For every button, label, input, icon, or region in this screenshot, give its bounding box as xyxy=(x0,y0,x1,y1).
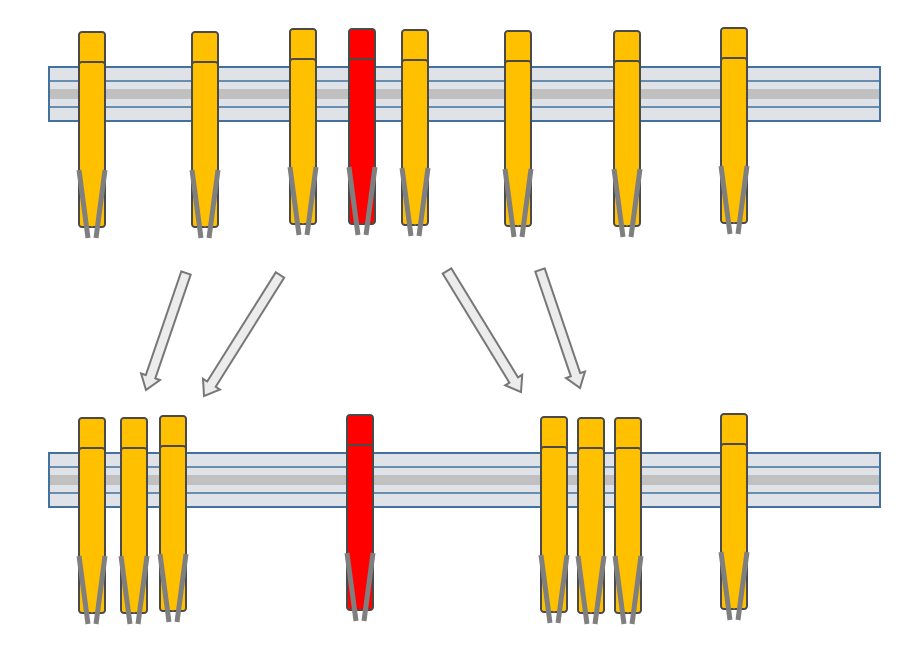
arrows-group xyxy=(139,267,587,398)
top-pencil-2-yellow xyxy=(189,31,221,239)
arrow-down-left-1-icon xyxy=(139,270,192,392)
bottom-pencil-4-red xyxy=(344,414,376,622)
pencil-row-top xyxy=(76,27,750,239)
top-pencil-7-yellow xyxy=(611,30,643,238)
top-pencil-6-yellow xyxy=(502,30,534,238)
rail-bottom-stripe xyxy=(50,475,879,485)
bottom-pencil-7-yellow xyxy=(612,417,644,625)
top-pencil-4-red xyxy=(346,28,378,236)
top-pencil-5-yellow xyxy=(399,29,431,237)
arrow-down-right-4-icon xyxy=(534,267,587,390)
pencil-row-bottom xyxy=(76,413,750,625)
rail-top xyxy=(48,66,881,122)
arrow-down-right-3-icon xyxy=(441,267,524,394)
bottom-pencil-2-yellow xyxy=(118,417,150,625)
bottom-pencil-6-yellow xyxy=(575,417,607,625)
bottom-pencil-8-yellow xyxy=(718,413,750,621)
bottom-pencil-5-yellow xyxy=(538,416,570,624)
top-pencil-1-yellow xyxy=(76,31,108,239)
bottom-pencil-3-yellow xyxy=(157,415,189,623)
rail-top-stripe xyxy=(50,89,879,99)
top-pencil-8-yellow xyxy=(718,27,750,235)
arrow-down-left-2-icon xyxy=(201,270,286,398)
bottom-pencil-1-yellow xyxy=(76,417,108,625)
top-pencil-3-yellow xyxy=(287,28,319,236)
